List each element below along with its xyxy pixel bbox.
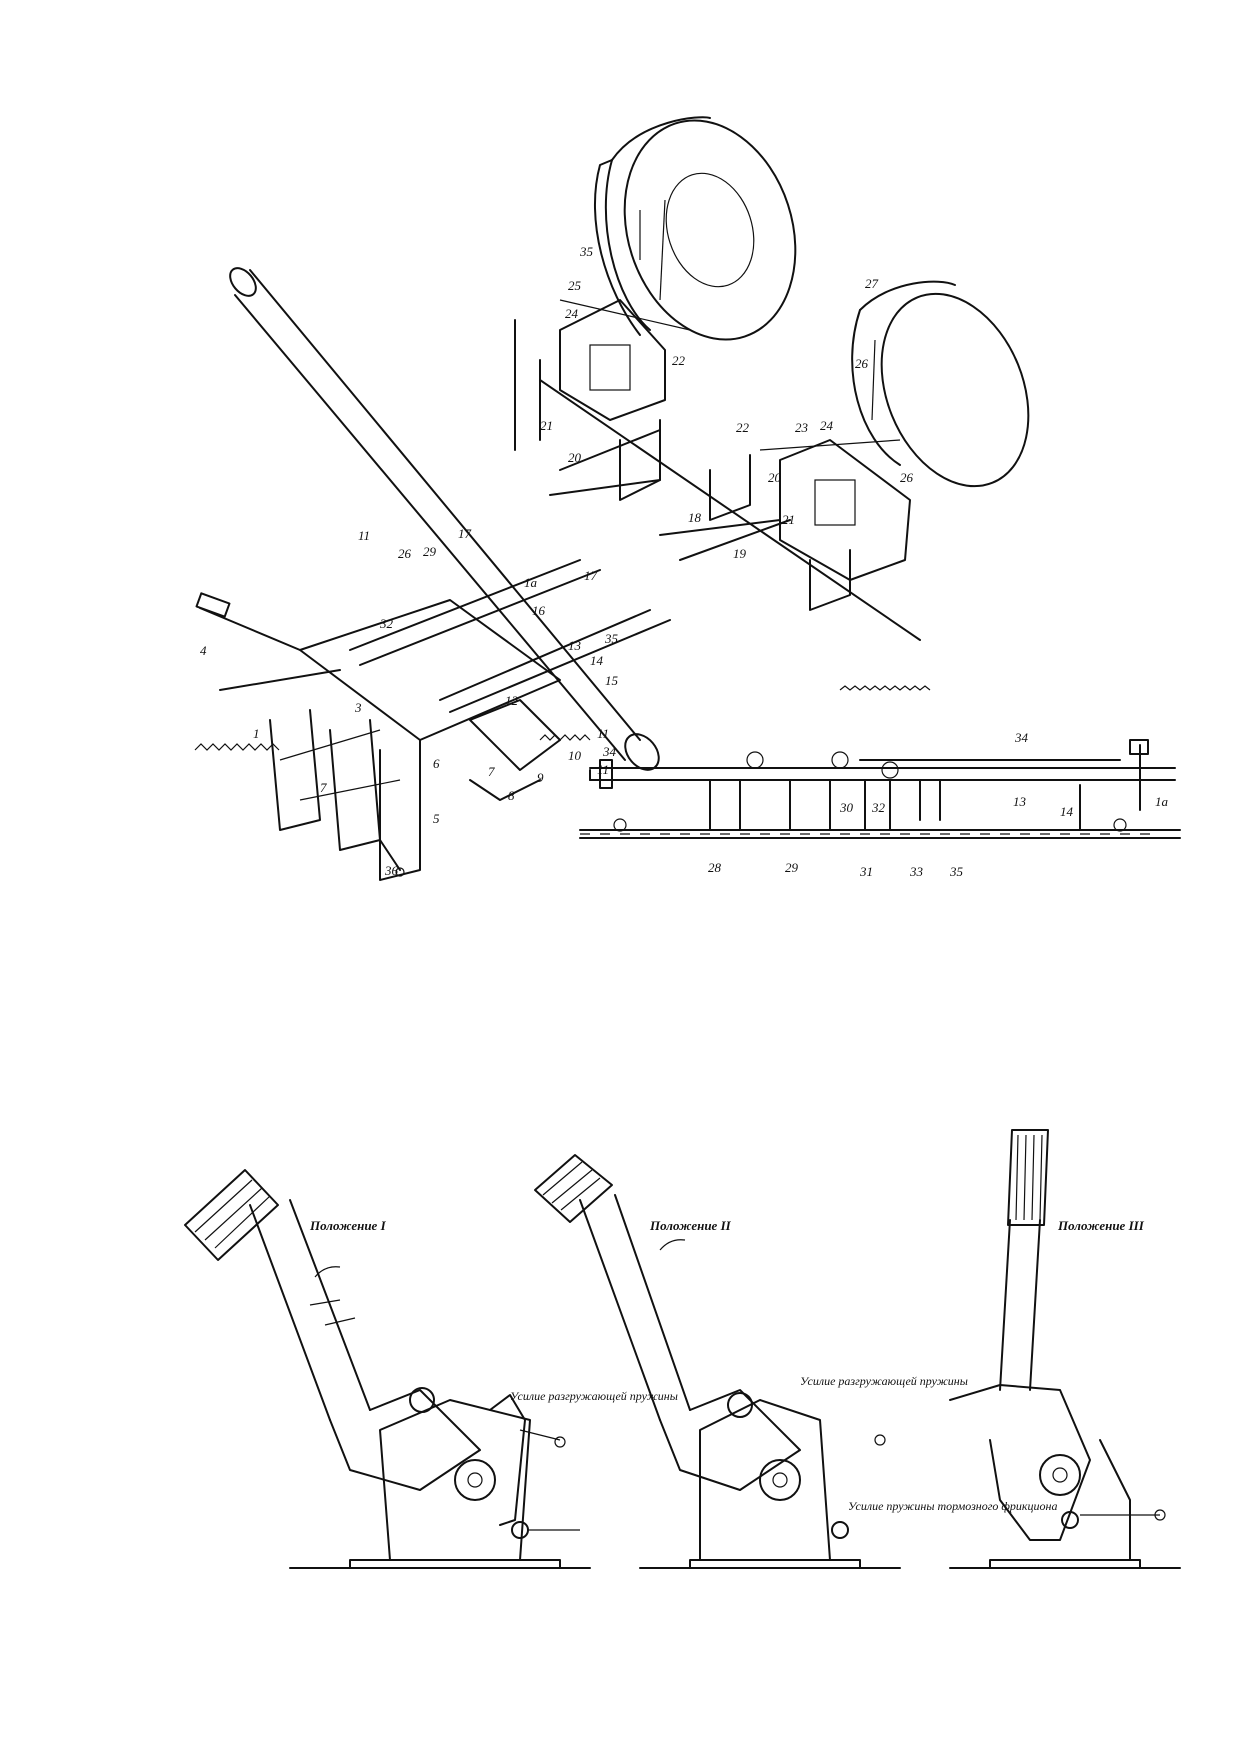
callout-7a: 7 bbox=[320, 780, 327, 795]
callout-27: 27 bbox=[865, 276, 879, 291]
callout-34b: 34 bbox=[1014, 730, 1029, 745]
position-3-label: Положение III bbox=[1057, 1218, 1145, 1233]
callout-7b: 7 bbox=[488, 764, 495, 779]
side-view-shaft-detail bbox=[579, 739, 1181, 839]
callout-17a: 17 bbox=[458, 526, 472, 541]
callout-25a: 25 bbox=[568, 278, 582, 293]
callout-35b: 35 bbox=[604, 631, 619, 646]
callout-32a: 32 bbox=[379, 616, 394, 631]
callout-14b: 14 bbox=[1060, 804, 1074, 819]
callout-17b: 17 bbox=[584, 568, 598, 583]
callout-22a: 22 bbox=[672, 353, 686, 368]
callout-28: 28 bbox=[708, 860, 722, 875]
callout-13b: 13 bbox=[1013, 794, 1027, 809]
callout-34a: 34 bbox=[602, 744, 617, 759]
left-support-brackets bbox=[514, 299, 666, 501]
callout-1a-a: 1a bbox=[524, 575, 538, 590]
lever-position-3: Положение III bbox=[949, 1129, 1181, 1569]
upper-linkage-rods bbox=[539, 299, 921, 641]
callout-22b: 22 bbox=[736, 420, 750, 435]
callout-10: 10 bbox=[568, 748, 582, 763]
callout-23: 23 bbox=[795, 420, 809, 435]
callout-8: 8 bbox=[508, 788, 515, 803]
callout-35a: 35 bbox=[579, 244, 594, 259]
callout-19: 19 bbox=[733, 546, 747, 561]
callout-35c: 35 bbox=[949, 864, 964, 879]
lever-position-2: Положение II Усилие разгружающей пружины… bbox=[534, 1154, 1057, 1569]
callout-1a-b: 1a bbox=[1155, 794, 1169, 809]
callout-30: 30 bbox=[839, 800, 854, 815]
callout-6: 6 bbox=[433, 756, 440, 771]
lever-position-1: Положение I Усилие разгружающей пружины bbox=[184, 1169, 678, 1569]
callout-4: 4 bbox=[200, 643, 207, 658]
callout-21b: 21 bbox=[782, 512, 795, 527]
position-2-label: Положение II bbox=[649, 1218, 732, 1233]
top-callouts: 35 25 24 22 27 26 21 20 22 23 24 20 26 2… bbox=[200, 244, 1169, 879]
lower-frame bbox=[269, 599, 561, 881]
grip-1-hatched bbox=[184, 1169, 279, 1261]
position-1-label: Положение I bbox=[309, 1218, 387, 1233]
callout-12: 12 bbox=[505, 693, 519, 708]
springs bbox=[194, 685, 931, 751]
callout-33: 33 bbox=[909, 864, 924, 879]
callout-31: 31 bbox=[859, 864, 873, 879]
control-rods bbox=[219, 479, 781, 713]
main-pipe bbox=[229, 267, 660, 771]
callout-14a: 14 bbox=[590, 653, 604, 668]
callout-29a: 29 bbox=[423, 544, 437, 559]
callout-5: 5 bbox=[433, 811, 440, 826]
callout-18: 18 bbox=[688, 510, 702, 525]
grip-2-hatched bbox=[534, 1154, 613, 1223]
callout-32b: 32 bbox=[871, 800, 886, 815]
callout-29b: 29 bbox=[785, 860, 799, 875]
left-cylinder-tank bbox=[593, 116, 797, 341]
callout-11c: 11 bbox=[597, 762, 609, 777]
callout-11b: 11 bbox=[597, 726, 609, 741]
callout-13a: 13 bbox=[568, 638, 582, 653]
position-2-spring-note: Усилие разгружающей пружины bbox=[800, 1374, 968, 1388]
callout-20b: 20 bbox=[768, 470, 782, 485]
callout-24b: 24 bbox=[820, 418, 834, 433]
callout-1: 1 bbox=[253, 726, 260, 741]
callout-36: 36 bbox=[384, 863, 399, 878]
callout-3: 3 bbox=[354, 700, 362, 715]
right-support-brackets bbox=[709, 439, 911, 611]
callout-11a: 11 bbox=[358, 528, 370, 543]
callout-9: 9 bbox=[537, 770, 544, 785]
callout-26b: 26 bbox=[900, 470, 914, 485]
grip-3-hatched bbox=[1007, 1129, 1049, 1226]
callout-15: 15 bbox=[605, 673, 619, 688]
top-mechanism-drawing bbox=[194, 116, 1030, 881]
position-2-brake-note: Усилие пружины тормозного фрикциона bbox=[848, 1499, 1057, 1513]
callout-26a: 26 bbox=[855, 356, 869, 371]
callout-16: 16 bbox=[532, 603, 546, 618]
callout-20a: 20 bbox=[568, 450, 582, 465]
callout-24a: 24 bbox=[565, 306, 579, 321]
callout-26c: 26 bbox=[398, 546, 412, 561]
right-cylinder-tank bbox=[851, 280, 1030, 488]
position-1-spring-note: Усилие разгружающей пружины bbox=[510, 1389, 678, 1403]
callout-21a: 21 bbox=[540, 418, 553, 433]
handle-lever bbox=[195, 592, 405, 877]
